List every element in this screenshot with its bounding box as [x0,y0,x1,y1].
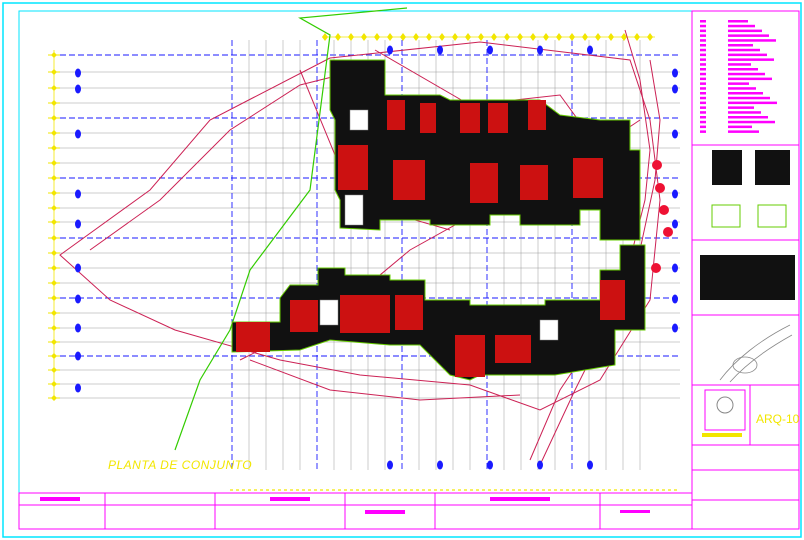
legend-text [728,20,748,23]
grid-bubble [75,383,81,393]
grid-bubble [672,84,678,94]
legend-text [728,53,767,57]
legend-symbol [700,92,706,95]
legend-text [728,39,776,42]
legend-symbol [700,68,706,71]
legend-symbol [700,87,706,90]
top-axis-markers [322,33,655,41]
legend-symbol [700,48,706,52]
legend-text [728,58,774,61]
legend-symbol [700,130,706,133]
legend-symbol [700,116,706,119]
legend-symbol [700,20,706,23]
legend-text [728,63,751,66]
grid-bubble [672,129,678,139]
legend-symbol [700,63,706,66]
legend-text [728,34,769,37]
location-sketch [719,324,793,383]
legend-text [728,92,763,95]
grid-bubble [537,460,543,470]
grid-bubble [387,45,393,55]
legend-symbol [700,39,706,42]
legend-symbol [700,58,706,61]
legend-text [728,44,753,47]
column-markers [651,160,673,273]
legend-symbol [700,53,706,57]
grid-bubble [387,460,393,470]
legend-symbol [700,44,706,47]
legend-symbol [700,101,706,105]
grid-bubble [672,189,678,199]
legend-symbol [700,72,706,76]
grid-bubble [75,219,81,229]
legend-text [728,120,775,124]
legend-symbol [700,77,706,81]
legend-text [728,82,749,85]
column-marker [655,183,665,193]
sheet-code: ARQ-10 [756,412,800,426]
grid-bubble [587,460,593,470]
legend-text [728,29,762,33]
grid-bubble [672,68,678,78]
right-title-block [691,10,800,530]
grid-bubble [75,294,81,304]
grid-bubble [75,189,81,199]
column-marker [652,160,662,170]
grid-bubbles [75,45,678,470]
legend-text [728,87,756,90]
legend-text [728,96,770,100]
left-axis-markers [48,50,60,401]
grid-bubble [672,323,678,333]
grid-bubble [437,45,443,55]
grid-bubble [537,45,543,55]
legend-symbol [700,106,706,109]
grid-bubble [437,460,443,470]
lower-building [231,244,646,381]
plan-title: PLANTA DE CONJUNTO [108,458,253,472]
grid-bubble [487,460,493,470]
key-plan-thumbnails [700,150,795,437]
grid-bubble [487,45,493,55]
grid-bubble [672,263,678,273]
legend-symbol [700,120,706,124]
legend-symbol [700,96,706,100]
grid-bubble [75,351,81,361]
grid-bubble [75,129,81,139]
legend-symbol [700,111,706,114]
column-marker [663,227,673,237]
grid-bubble [75,323,81,333]
grid-bubble [672,294,678,304]
grid-bubble [75,84,81,94]
grid-bubble [75,263,81,273]
legend-text [728,111,761,114]
legend-text [728,116,768,119]
legend-text [728,68,758,71]
green-path [174,7,408,451]
upper-building [329,59,641,241]
legend-text [728,125,752,129]
legend-symbol [700,82,706,85]
legend-list [700,20,777,133]
grid-bubble [75,68,81,78]
column-marker [659,205,669,215]
column-marker [651,263,661,273]
legend-text [728,72,765,76]
legend-symbol [700,29,706,33]
legend-text [728,24,755,28]
legend-text [728,106,754,109]
legend-symbol [700,125,706,129]
legend-symbol [700,34,706,37]
legend-text [728,77,772,81]
legend-text [728,101,777,105]
legend-text [728,48,760,52]
legend-symbol [700,24,706,28]
grid-bubble [672,219,678,229]
grid-bubble [587,45,593,55]
legend-text [728,130,759,133]
